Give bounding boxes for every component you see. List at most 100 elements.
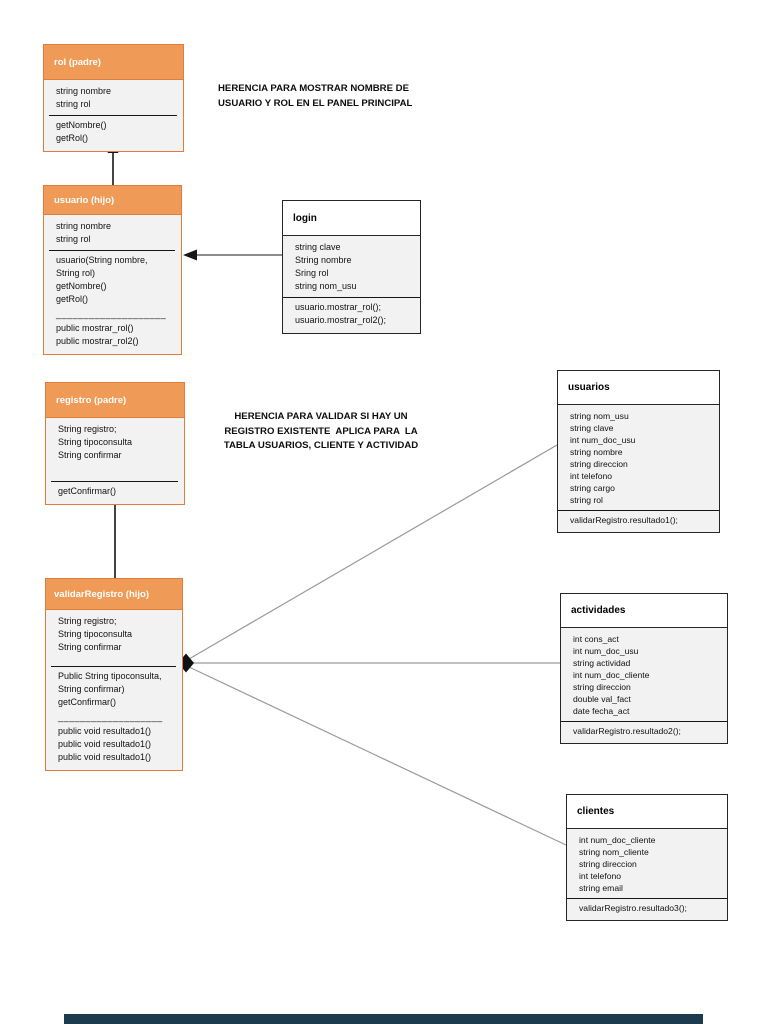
method: getNombre() [56,120,107,130]
attribute: string direccion [579,859,637,869]
class-box-validarregistro: validarRegistro (hijo) String registro; … [45,578,183,771]
attribute: string clave [295,242,341,252]
method: String rol) [56,268,96,278]
class-box-rol: rol (padre) string nombre string rol get… [43,44,184,152]
method: public void resultado1() [58,752,152,762]
spacer [58,462,180,477]
attribute: string nombre [56,86,112,96]
method: validarRegistro.resultado2(); [573,726,681,736]
attributes-methods-divider [51,666,176,667]
attribute: String tipoconsulta [58,437,133,447]
attribute: string nom_usu [570,411,629,421]
attributes-methods-divider [283,297,420,298]
class-body: string clave String nombre Sring rol str… [283,236,420,333]
spacer [58,654,178,662]
attribute: int telefono [579,871,622,881]
link-line-usuarios [188,444,558,660]
annotation-line: HERENCIA PARA VALIDAR SI HAY UN [234,411,408,422]
attribute: string email [579,883,623,893]
method: String confirmar) [58,684,125,694]
class-title-validarregistro: validarRegistro (hijo) [46,579,182,610]
method: usuario.mostrar_rol2(); [295,315,387,325]
method: public mostrar_rol() [56,323,134,333]
class-box-usuarios: usuarios string nom_usu string clave int… [557,370,720,533]
attribute: string clave [570,423,614,433]
class-title-registro: registro (padre) [46,383,184,418]
attribute: string nombre [570,447,623,457]
attribute: string rol [570,495,603,505]
association-arrowhead-usuario [183,249,197,261]
attributes-methods-divider [49,250,175,251]
underscore-divider: ____________________ [56,309,167,319]
link-line-clientes [188,666,567,846]
annotation-herencia-registro: HERENCIA PARA VALIDAR SI HAY UN REGISTRO… [212,410,430,454]
method: usuario(String nombre, [56,255,148,265]
attribute: int cons_act [573,634,619,644]
attribute: int num_doc_usu [573,646,639,656]
attribute: string actividad [573,658,631,668]
underscore-divider: ___________________ [58,712,163,722]
method: Public String tipoconsulta, [58,671,162,681]
attribute: string nombre [56,221,112,231]
class-title-clientes: clientes [567,795,727,829]
class-box-actividades: actividades int cons_act int num_doc_usu… [560,593,728,744]
attributes-methods-divider [561,721,727,722]
class-box-login: login string clave String nombre Sring r… [282,200,421,334]
class-title-usuario: usuario (hijo) [44,186,181,215]
class-title-usuarios: usuarios [558,371,719,405]
attribute: Sring rol [295,268,329,278]
class-body: string nombre string rol getNombre() get… [44,80,183,151]
class-body: String registro; String tipoconsulta Str… [46,610,182,770]
class-box-clientes: clientes int num_doc_cliente string nom_… [566,794,728,921]
attribute: string rol [56,99,91,109]
annotation-line: USUARIO Y ROL EN EL PANEL PRINCIPAL [218,97,413,109]
method: getConfirmar() [58,697,117,707]
attributes-methods-divider [51,481,178,482]
method: getNombre() [56,281,107,291]
annotation-line: REGISTRO EXISTENTE APLICA PARA LA [224,425,418,437]
attribute: string cargo [570,483,615,493]
attribute: string nom_usu [295,281,357,291]
method: validarRegistro.resultado3(); [579,903,687,913]
attributes-methods-divider [567,898,727,899]
class-box-registro: registro (padre) String registro; String… [45,382,185,505]
attribute: int num_doc_cliente [573,670,650,680]
attribute: int num_doc_cliente [579,835,656,845]
class-box-usuario: usuario (hijo) string nombre string rol … [43,185,182,355]
attribute: String registro; [58,424,117,434]
method: getConfirmar() [58,486,117,496]
method: getRol() [56,133,89,143]
class-title-rol: rol (padre) [44,45,183,80]
attribute: string direccion [573,682,631,692]
next-page-edge [64,1014,703,1024]
attribute: String tipoconsulta [58,629,133,639]
attributes-methods-divider [49,115,177,116]
method: public void resultado1() [58,739,152,749]
attribute: string rol [56,234,91,244]
attribute: int num_doc_usu [570,435,636,445]
annotation-line: TABLA USUARIOS, CLIENTE Y ACTIVIDAD [223,440,419,451]
attribute: String registro; [58,616,117,626]
class-body: int num_doc_cliente string nom_cliente s… [567,829,727,920]
method: public mostrar_rol2() [56,336,139,346]
attribute: String confirmar [58,642,122,652]
attribute: String nombre [295,255,352,265]
class-body: string nombre string rol usuario(String … [44,215,181,354]
method: public void resultado1() [58,726,152,736]
class-body: String registro; String tipoconsulta Str… [46,418,184,504]
attribute: date fecha_act [573,706,630,716]
class-body: string nom_usu string clave int num_doc_… [558,405,719,532]
annotation-line: HERENCIA PARA MOSTRAR NOMBRE DE [218,83,409,94]
attribute: String confirmar [58,450,122,460]
class-title-login: login [283,201,420,236]
method: validarRegistro.resultado1(); [570,515,678,525]
method: getRol() [56,294,89,304]
class-title-actividades: actividades [561,594,727,628]
attribute: double val_fact [573,694,631,704]
attribute: int telefono [570,471,613,481]
attribute: string nom_cliente [579,847,649,857]
attributes-methods-divider [558,510,719,511]
annotation-herencia-rol: HERENCIA PARA MOSTRAR NOMBRE DE USUARIO … [218,82,428,111]
method: usuario.mostrar_rol(); [295,302,382,312]
